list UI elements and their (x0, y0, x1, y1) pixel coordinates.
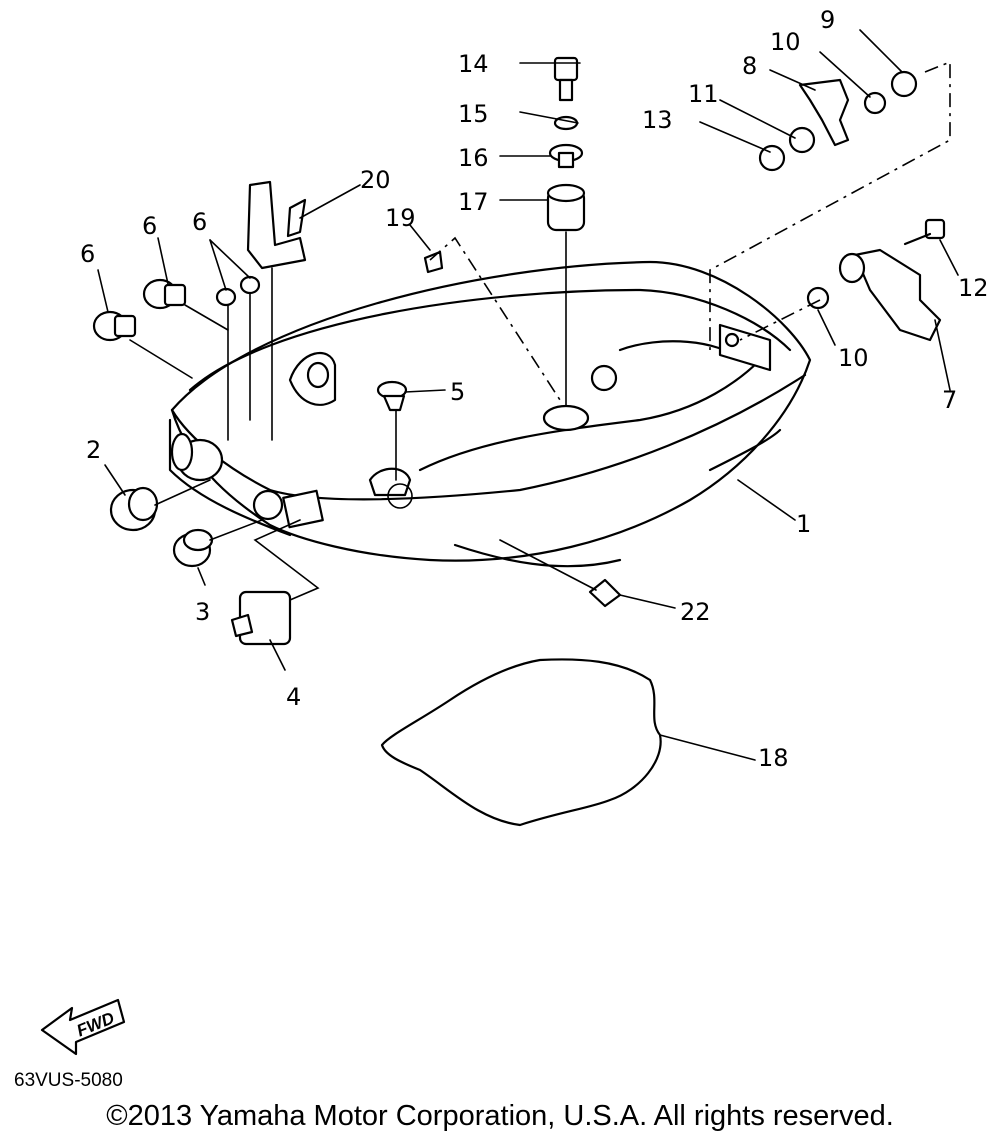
copyright-notice: ©2013 Yamaha Motor Corporation, U.S.A. A… (106, 1100, 894, 1132)
part-label-22: 22 (680, 598, 711, 626)
part-label-16: 15 (458, 100, 489, 128)
fwd-label: FWD (74, 1008, 117, 1040)
fwd-arrow-icon: FWD (40, 998, 126, 1056)
part-label-15: 14 (458, 50, 489, 78)
part-label-6-upper: 6 (142, 212, 157, 240)
part-label-18: 17 (458, 188, 489, 216)
part-number-labels: 14 15 16 17 20 19 6 6 6 5 2 3 4 1 22 18 … (80, 6, 989, 772)
small-parts (92, 56, 946, 827)
part-label-20: 19 (385, 204, 416, 232)
part-label-1: 1 (796, 510, 811, 538)
part-label-5: 5 (450, 378, 465, 406)
part-label-14: 13 (642, 106, 673, 134)
part-label-12: 11 (688, 80, 719, 108)
part-label-21: 20 (360, 166, 391, 194)
part-label-7: 6 (192, 208, 207, 236)
leader-lines (97, 29, 959, 761)
part-label-11: 10 (770, 28, 801, 56)
part-label-8: 7 (942, 386, 957, 414)
part-label-19: 18 (758, 744, 789, 772)
drawing-code: 63VUS-5080 (14, 1070, 123, 1091)
part-label-6-lower: 6 (80, 240, 95, 268)
part-label-10-upper: 9 (820, 6, 835, 34)
part-label-17: 16 (458, 144, 489, 172)
part-label-9: 8 (742, 52, 757, 80)
bottom-cowling-part-1 (168, 260, 812, 568)
part-label-2: 2 (86, 436, 101, 464)
part-label-4: 4 (286, 683, 301, 711)
part-label-10-lower: 10 (838, 344, 869, 372)
part-label-3: 3 (195, 598, 210, 626)
part-label-13: 12 (958, 274, 989, 302)
